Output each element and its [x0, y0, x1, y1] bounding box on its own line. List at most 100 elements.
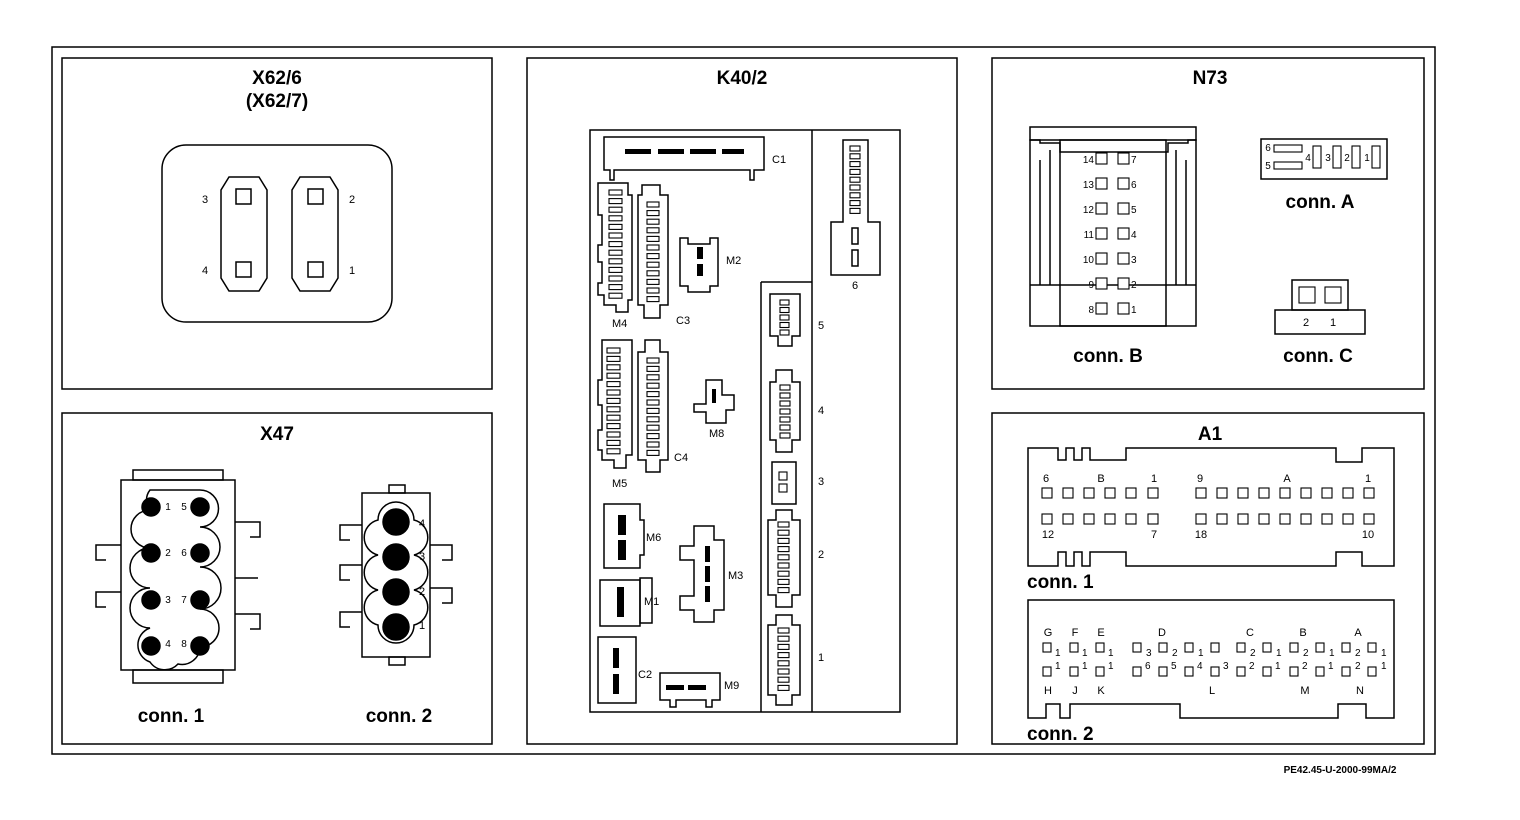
n73-connB-pin-2	[1117, 277, 1130, 290]
a1-conn1-label-a: A	[1283, 473, 1291, 485]
k40-c4-pin-12	[646, 449, 660, 456]
k40-slot-6-pin-8	[849, 200, 861, 207]
footer-code: PE42.45-U-2000-99MA/2	[1284, 765, 1397, 776]
k40-m9-pin-2	[688, 685, 706, 690]
a1-conn2-letter-k: K	[1097, 685, 1105, 697]
k40-slot-2-pins	[777, 521, 790, 594]
a1-conn2-pin-number-bottom-12: 2	[1355, 661, 1361, 672]
panel-k40: K40/2 C1 M4 C3 M2 M5 C4	[526, 57, 958, 745]
n73-connB-pin-label-6: 6	[1131, 180, 1137, 191]
n73-connA-pin-1-label: 1	[1364, 153, 1370, 164]
k40-m8-label: M8	[709, 428, 724, 440]
a1-conn2-pin-number-bottom-10: 2	[1302, 661, 1308, 672]
panel-k40-title: K40/2	[717, 68, 768, 89]
a1-conn2-pin-r2-1	[1042, 666, 1052, 677]
k40-m4-pins	[608, 189, 623, 299]
panel-x62-frame	[61, 57, 493, 390]
k40-m5-pin-5	[606, 381, 621, 388]
k40-m5-connector	[597, 339, 633, 469]
x47-conn2-caption: conn. 2	[366, 706, 433, 727]
k40-c3-pin-7	[646, 253, 660, 260]
k40-c4-pin-6	[646, 399, 660, 406]
k40-m4-pin-4	[608, 215, 623, 222]
a1-conn1-label-6: 6	[1043, 473, 1049, 485]
x47-conn2-pin-3-label: 3	[419, 551, 425, 563]
a1-conn2-pin-r2-3	[1095, 666, 1105, 677]
k40-slot-5-pin-2	[779, 306, 790, 314]
a1-conn2-pin-r2-4	[1132, 666, 1142, 677]
k40-c3-pin-11	[646, 287, 660, 294]
n73-connC: 2 1 conn. C	[1274, 279, 1366, 367]
panel-x47-title: X47	[260, 424, 294, 445]
x47-conn1-pin-3-label: 3	[165, 595, 171, 606]
panel-x62-title: X62/6	[252, 68, 302, 89]
x47-conn2-left-latch-2	[339, 564, 362, 581]
n73-connA-pin-2	[1351, 145, 1361, 169]
a1-conn2-letter-f: F	[1072, 627, 1079, 639]
k40-m4-pin-10	[608, 266, 623, 273]
k40-slot-6-pin-1	[849, 145, 861, 152]
x62-pin-3-label: 3	[202, 194, 208, 206]
k40-c4-pin-9	[646, 424, 660, 431]
x62-pin-4-square	[235, 261, 252, 278]
a1-conn2-pin-number-top-5: 2	[1172, 648, 1178, 659]
n73-connB-pin-9	[1095, 277, 1108, 290]
n73-connA-pin-4-label: 4	[1305, 153, 1311, 164]
x47-conn1-pin-6	[190, 543, 210, 563]
k40-slot-1-pin-5	[777, 660, 790, 667]
x47-conn2-pin-2-label: 2	[419, 586, 425, 598]
k40-slot-3-connector	[771, 461, 797, 505]
a1-conn2-letter-b: B	[1299, 627, 1306, 639]
a1-conn2-pin-r2-9	[1262, 666, 1272, 677]
a1-conn2-pin-number-bottom-13: 1	[1381, 661, 1387, 672]
n73-connC-caption: conn. C	[1283, 346, 1353, 367]
n73-connB-pin-6	[1117, 177, 1130, 190]
k40-m4-label: M4	[612, 318, 627, 330]
a1-conn1-pin-r1-11	[1279, 487, 1291, 499]
panel-a1-title: A1	[1198, 424, 1223, 445]
k40-c4-pin-4	[646, 382, 660, 389]
x47-conn1: 1 5 2 6 3 7 4 8 conn. 1	[95, 469, 261, 727]
x47-conn1-pin-1-label: 1	[165, 502, 171, 513]
a1-conn1-pin-r1-15	[1363, 487, 1375, 499]
panel-x47-frame	[61, 412, 493, 745]
n73-connC-base	[1274, 309, 1366, 335]
a1-conn2-housing	[1027, 599, 1395, 719]
panel-x62-subtitle: (X62/7)	[246, 91, 308, 112]
panel-x47: X47 1 5 2 6 3 7 4 8	[61, 412, 493, 745]
n73-connB-pin-label-4: 4	[1131, 230, 1137, 241]
k40-slot-3-pin-2	[778, 483, 788, 493]
a1-conn2-pin-r1-11	[1315, 642, 1325, 653]
a1-conn2-pin-r1-3	[1095, 642, 1105, 653]
k40-c4-connector	[637, 339, 669, 473]
x47-conn2-pin-1	[382, 613, 410, 641]
k40-m2-pin-1	[697, 247, 703, 259]
k40-slot-4-pin-5	[779, 416, 791, 423]
k40-m8-connector	[693, 379, 735, 424]
a1-conn1-pin-r2-15	[1363, 513, 1375, 525]
x47-conn2-pin-4	[382, 508, 410, 536]
k40-c3-pin-4	[646, 227, 660, 234]
a1-conn2-caption: conn. 2	[1027, 724, 1094, 745]
k40-slot-4-pin-7	[779, 432, 791, 439]
a1-conn1-pin-r1-9	[1237, 487, 1249, 499]
n73-connB-pin-label-5: 5	[1131, 205, 1137, 216]
a1-conn1-pin-r2-12	[1300, 513, 1312, 525]
a1-conn2-pin-r1-13	[1367, 642, 1377, 653]
x47-conn2-pin-2	[382, 578, 410, 606]
k40-slot-4-pins	[779, 384, 791, 439]
n73-connB-pin-14	[1095, 152, 1108, 165]
n73-connB-pin-7	[1117, 152, 1130, 165]
a1-conn1-pin-r1-7	[1195, 487, 1207, 499]
a1-conn2-letter-e: E	[1097, 627, 1104, 639]
a1-conn2-pin-r1-5	[1158, 642, 1168, 653]
k40-c1-pin-2	[658, 149, 684, 154]
k40-c4-pin-11	[646, 441, 660, 448]
n73-connA-pin-2-label: 2	[1344, 153, 1350, 164]
k40-m9-pin-1	[666, 685, 684, 690]
k40-c3-pin-5	[646, 235, 660, 242]
n73-connC-pin-1	[1324, 286, 1342, 304]
